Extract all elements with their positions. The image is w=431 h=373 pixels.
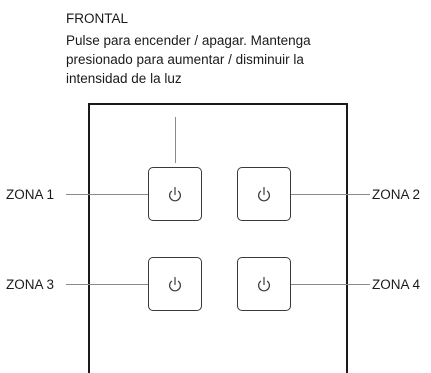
instruction-line: intensidad de la luz [66,71,182,86]
zone-2-leader-line [291,194,370,195]
power-icon [258,276,270,291]
power-icon [258,186,270,201]
diagram-title: FRONTAL [66,11,129,26]
zone-2-label: ZONA 2 [372,187,421,202]
zone-4-button[interactable] [237,257,291,311]
zone-3-label: ZONA 3 [6,277,55,292]
zone-4-leader-line [291,284,370,285]
instruction-leader-line [175,117,176,163]
zone-1-button[interactable] [148,167,202,221]
zone-3-leader-line [66,284,148,285]
device-panel [88,103,348,373]
instruction-text: Pulse para encender / apagar. Mantenga p… [66,31,376,88]
zone-2-button[interactable] [237,167,291,221]
instruction-line: presionado para aumentar / disminuir la [66,52,304,67]
zone-4-label: ZONA 4 [372,277,421,292]
zone-3-button[interactable] [148,257,202,311]
instruction-line: Pulse para encender / apagar. Mantenga [66,33,311,48]
zone-1-leader-line [66,194,148,195]
power-icon [169,186,181,201]
zone-1-label: ZONA 1 [6,187,55,202]
power-icon [169,276,181,291]
